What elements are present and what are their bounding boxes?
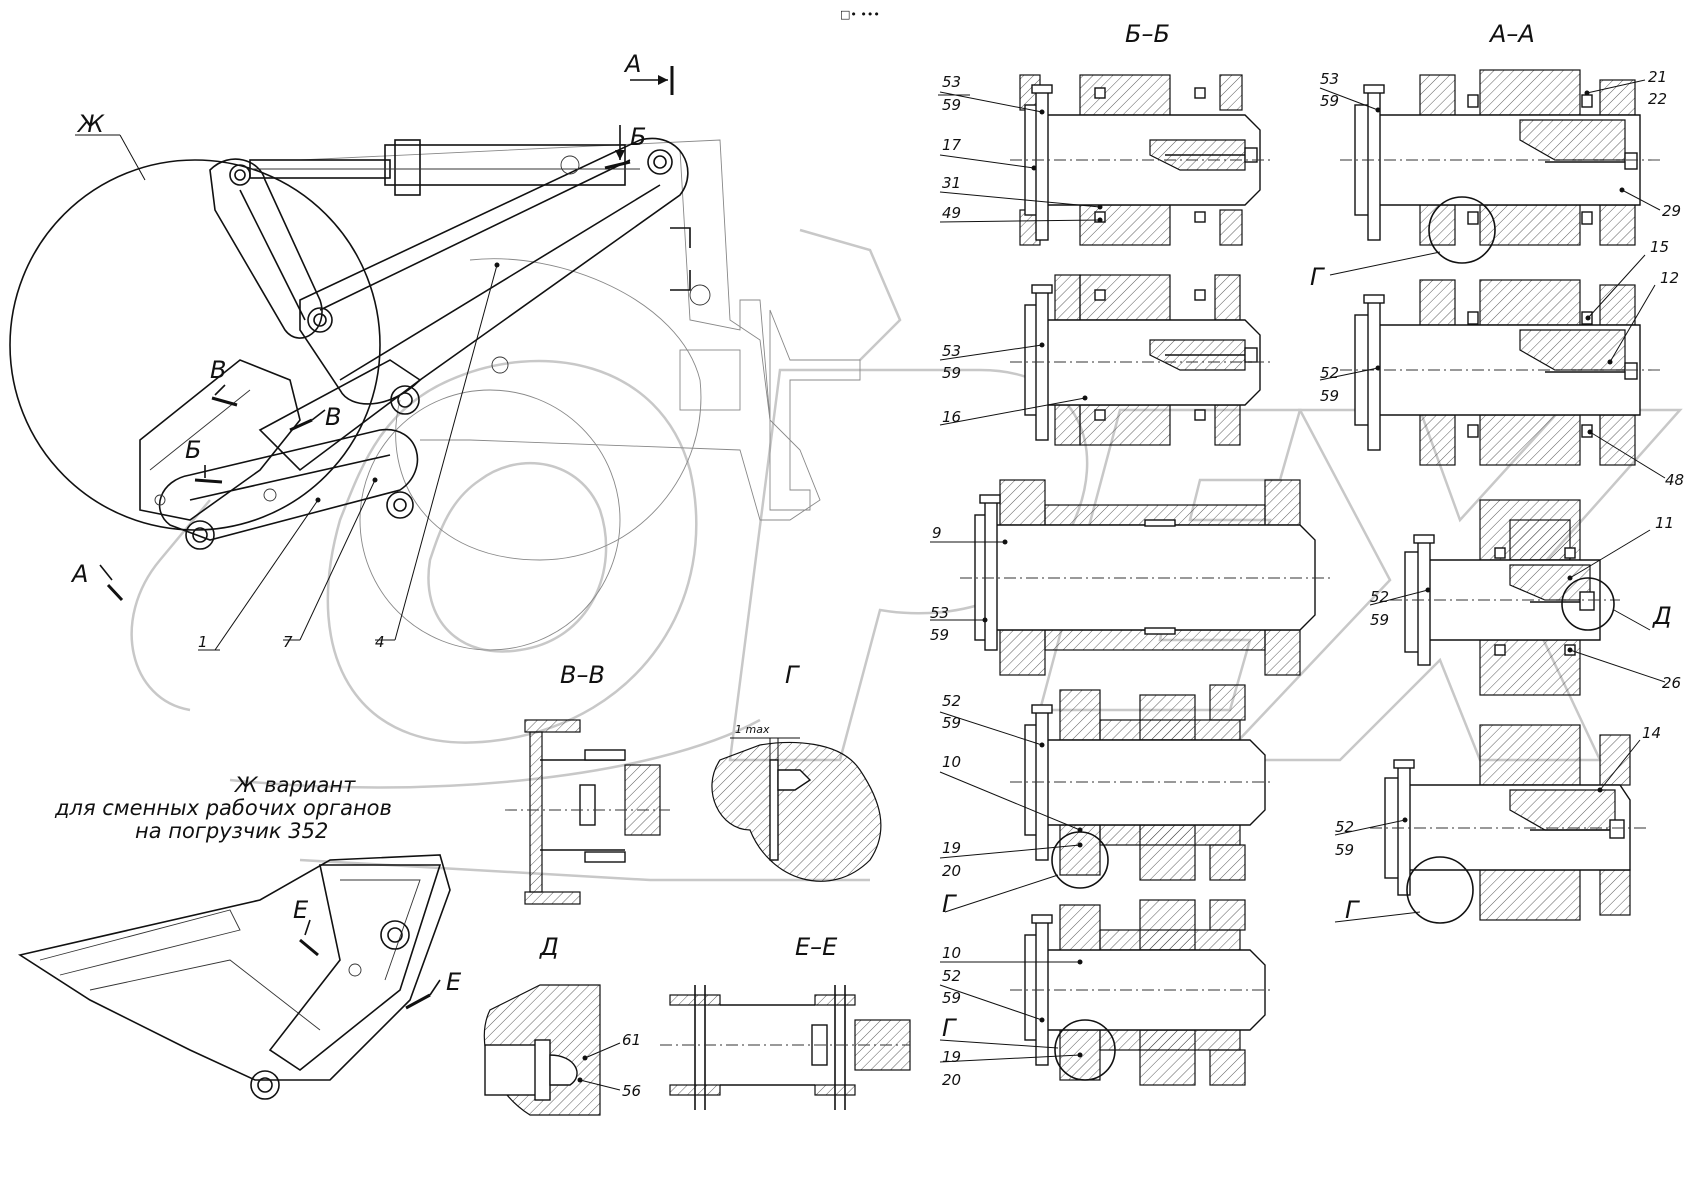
lower2-label-19: 19	[942, 1048, 961, 1066]
note-line-2: для сменных рабочих органов	[54, 796, 392, 820]
aa1-label-53: 53	[1320, 70, 1339, 88]
detail-g: Г 1 max	[711, 661, 882, 882]
lower2-label-10: 10	[942, 944, 961, 962]
bb1-label-31: 31	[942, 174, 961, 192]
lower1-label-19: 19	[942, 839, 961, 857]
aa2-label-12: 12	[1660, 269, 1679, 287]
section-aa-3: 11 52 59 Д 26	[1369, 499, 1681, 696]
header-mark: □• •••	[840, 8, 880, 21]
aa1-label-59: 59	[1320, 92, 1339, 110]
aa1-label-21: 21	[1648, 68, 1667, 86]
section-title-g: Г	[785, 661, 800, 689]
section-lower-1: 52 59 10 19 20 Г	[939, 684, 1270, 918]
aa2-label-48: 48	[1665, 471, 1684, 489]
view-mark-e-left: Е	[293, 896, 309, 924]
section-vv: В–В	[505, 661, 670, 905]
aa4-label-59: 59	[1335, 841, 1354, 859]
lower1-label-59: 59	[942, 714, 961, 732]
view-mark-zh: Ж	[76, 110, 105, 138]
bb1-label-49: 49	[942, 204, 961, 222]
aa3-label-11: 11	[1655, 514, 1674, 532]
section-mid: 9 53 59	[930, 479, 1330, 676]
view-mark-b-left: Б	[185, 436, 201, 464]
view-mark-e-right: Е	[446, 968, 462, 996]
aa1-label-g: Г	[1310, 263, 1325, 291]
bb1-label-53: 53	[942, 73, 961, 91]
bb2-label-53: 53	[942, 342, 961, 360]
mid-label-59: 59	[930, 626, 949, 644]
part-label-1: 1	[198, 633, 208, 651]
aa2-label-15: 15	[1650, 238, 1669, 256]
section-ee: Е–Е	[660, 933, 911, 1110]
aa3-label-d: Д	[1652, 602, 1672, 630]
view-mark-v-left: В	[210, 356, 226, 384]
part-label-56: 56	[622, 1082, 641, 1100]
section-title-aa: А–А	[1488, 20, 1535, 48]
view-mark-v-right: В	[325, 403, 341, 431]
view-mark-a-bottom: А	[70, 560, 88, 588]
bucket-view: Е Е	[17, 854, 462, 1100]
section-lower-2: 10 52 59 Г 19 20	[939, 899, 1270, 1089]
aa4-label-g: Г	[1345, 896, 1360, 924]
section-bb-2: 53 59 16	[939, 274, 1270, 446]
variant-note: Ж вариант для сменных рабочих органов на…	[54, 773, 392, 843]
aa1-label-29: 29	[1662, 202, 1681, 220]
view-mark-a-top: А	[623, 50, 641, 78]
loader-main-view: А Б Ж В В Б А 1 7 4	[9, 50, 861, 651]
lower1-label-52: 52	[942, 692, 961, 710]
lower2-label-20: 20	[942, 1071, 961, 1089]
aa3-label-59: 59	[1370, 611, 1389, 629]
aa4-label-52: 52	[1335, 818, 1354, 836]
section-bb-1: 53 59 17 31 49	[938, 73, 1270, 246]
part-label-61: 61	[622, 1031, 641, 1049]
detail-d: Д 61 56	[483, 933, 641, 1116]
section-title-bb: Б–Б	[1125, 20, 1170, 48]
mid-label-53: 53	[930, 604, 949, 622]
lower2-label-59: 59	[942, 989, 961, 1007]
lower1-label-10: 10	[942, 753, 961, 771]
aa3-label-52: 52	[1370, 588, 1389, 606]
lower2-label-g: Г	[942, 1014, 957, 1042]
bb2-label-59: 59	[942, 364, 961, 382]
section-aa-1: 53 59 21 22 29 Г	[1310, 68, 1681, 291]
note-line-1: Ж вариант	[233, 773, 356, 797]
bb1-label-17: 17	[942, 136, 962, 154]
aa1-label-22: 22	[1648, 90, 1667, 108]
lower1-label-20: 20	[942, 862, 961, 880]
detail-g-dimension: 1 max	[735, 723, 770, 736]
section-title-vv: В–В	[560, 661, 605, 689]
part-label-4: 4	[375, 633, 385, 651]
part-label-7: 7	[283, 633, 293, 651]
section-aa-4: 14 52 59 Г	[1334, 724, 1661, 924]
section-title-d: Д	[539, 933, 559, 961]
aa3-label-26: 26	[1662, 674, 1681, 692]
note-line-3: на погрузчик 352	[135, 819, 328, 843]
section-aa-2: 15 12 52 59 48	[1319, 238, 1684, 489]
view-mark-b-top: Б	[630, 123, 646, 151]
bb2-label-16: 16	[942, 408, 961, 426]
bb1-label-59: 59	[942, 96, 961, 114]
aa2-label-59: 59	[1320, 387, 1339, 405]
aa2-label-52: 52	[1320, 364, 1339, 382]
lower2-label-52: 52	[942, 967, 961, 985]
aa4-label-14: 14	[1642, 724, 1661, 742]
section-title-ee: Е–Е	[795, 933, 838, 961]
mid-label-9: 9	[932, 524, 942, 542]
lower1-label-g: Г	[942, 890, 957, 918]
